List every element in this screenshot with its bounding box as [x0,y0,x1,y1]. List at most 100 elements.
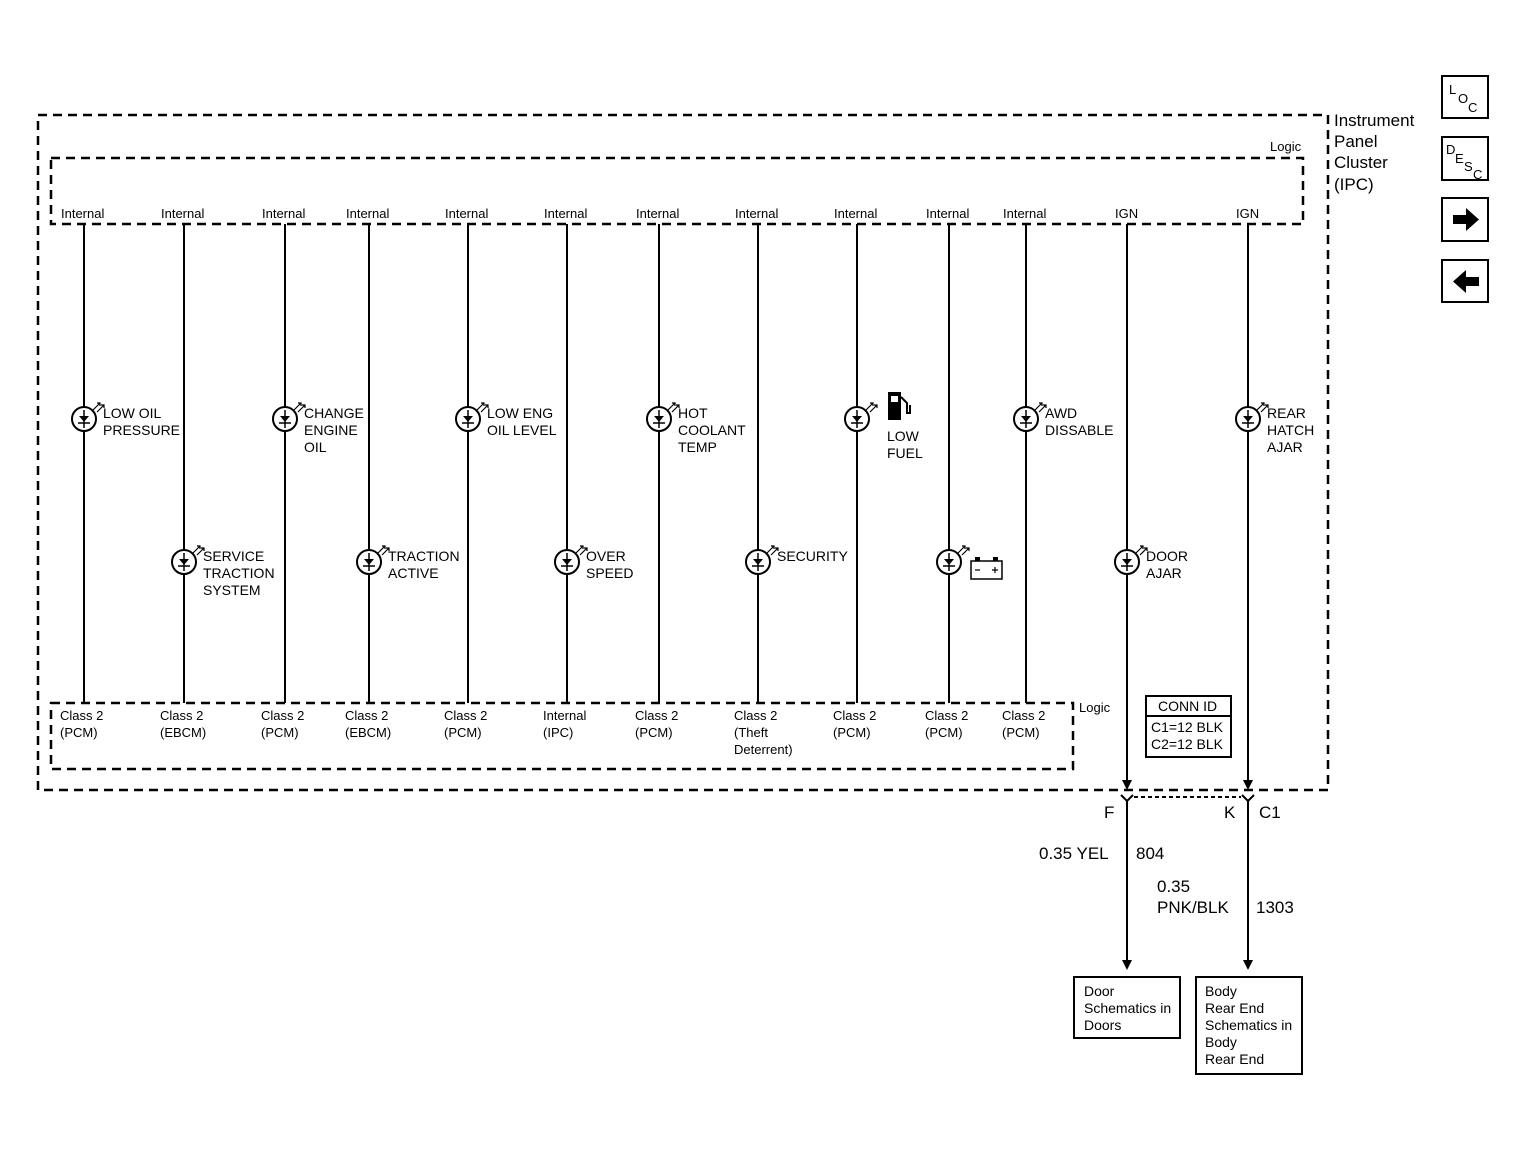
loc-letter: C [1468,100,1477,115]
led-indicator-icon [455,402,489,432]
indicator-label: OIL [304,439,327,455]
indicator-label: LOW OIL [103,405,162,421]
circuit-source-label: IGN [1115,206,1138,221]
wire-color-1303: 0.35 [1157,877,1190,896]
circuit-output-label: Class 2 [160,708,203,723]
indicator-label: SERVICE [203,548,264,564]
circuit-source-label: Internal [926,206,969,221]
battery-icon [970,557,1003,580]
circuit-source-label: Internal [735,206,778,221]
circuit-source-label: Internal [834,206,877,221]
fuel-pump-icon [888,392,911,420]
loc-button[interactable]: L O C [1441,75,1489,119]
arrow-down-icon [1243,960,1253,970]
indicator-label: REAR [1267,405,1306,421]
circuit-source-label: Internal [544,206,587,221]
circuit-output-label: (Theft [734,725,768,740]
led-indicator-icon [844,402,878,432]
indicator-label: HOT [678,405,708,421]
light-emission-icon [1034,402,1047,413]
circuit-output-label: Class 2 [345,708,388,723]
indicator-label: LOW ENG [487,405,553,421]
conn-id-row: C1=12 BLK [1151,719,1224,735]
circuit-output-label: Internal [543,708,586,723]
desc-button[interactable]: D E S C [1441,136,1489,182]
component-name-line: Panel [1334,132,1377,151]
indicator-label: LOW [887,428,920,444]
destination-line: Schematics in [1084,1000,1171,1016]
light-emission-icon [957,545,970,556]
circuit-output-label: Deterrent) [734,742,793,757]
circuit-output-label: (PCM) [1002,725,1040,740]
destination-line: Door [1084,983,1115,999]
circuit-output-label: (EBCM) [345,725,391,740]
previous-page-button[interactable] [1441,259,1489,303]
arrow-left-icon [1453,270,1479,293]
destination-line: Rear End [1205,1000,1264,1016]
circuit-source-label: IGN [1236,206,1259,221]
pin-k-label: K [1224,803,1236,822]
circuit-output-label: Class 2 [925,708,968,723]
light-emission-icon [865,402,878,413]
logic-label-top: Logic [1270,139,1302,154]
circuit-number-804: 804 [1136,844,1164,863]
circuit-output-label: Class 2 [833,708,876,723]
next-page-button[interactable] [1441,197,1489,242]
indicator-label: DISSABLE [1045,422,1113,438]
circuit-source-label: Internal [636,206,679,221]
indicator-label: PRESSURE [103,422,180,438]
led-indicator-icon [1235,402,1269,432]
conn-id-row: C2=12 BLK [1151,736,1224,752]
indicator-label: SECURITY [777,548,848,564]
indicator-label: AWD [1045,405,1077,421]
pin-f-label: F [1104,803,1114,822]
circuit-source-label: Internal [61,206,104,221]
circuit-output-label: Class 2 [60,708,103,723]
light-emission-icon [476,402,489,413]
indicator-label: SPEED [586,565,633,581]
connector-c1: F K C1 [1104,794,1281,822]
indicator-label: SYSTEM [203,582,261,598]
ipc-boundary [36,113,1330,792]
circuit-output-label: (PCM) [444,725,482,740]
desc-letter: E [1455,151,1464,166]
led-indicator-icon [1013,402,1047,432]
loc-letter: O [1458,91,1468,106]
circuit-output-label: (IPC) [543,725,573,740]
circuit-source-label: Internal [262,206,305,221]
desc-letter: D [1446,142,1455,157]
led-indicator-icon [936,545,970,575]
logic-label-bottom: Logic [1079,700,1111,715]
light-emission-icon [766,545,779,556]
indicator-label: AJAR [1146,565,1182,581]
light-emission-icon [667,402,680,413]
indicator-label: CHANGE [304,405,364,421]
component-name-line: Cluster [1334,153,1388,172]
conn-id-table: CONN ID C1=12 BLK C2=12 BLK [1145,695,1232,758]
component-name-line: (IPC) [1334,175,1374,194]
light-emission-icon [377,545,390,556]
door-schematics-link[interactable]: Door Schematics in Doors [1073,976,1181,1039]
wire-color-1303: PNK/BLK [1157,898,1229,917]
body-rear-end-schematics-link[interactable]: Body Rear End Schematics in Body Rear En… [1195,976,1303,1075]
light-emission-icon [92,402,105,413]
logic-box-bottom [49,701,1075,771]
indicator-label: TEMP [678,439,717,455]
circuit-source-label: Internal [161,206,204,221]
conn-id-title: CONN ID [1158,698,1217,714]
arrow-right-icon [1453,208,1479,231]
circuit-output-label: (PCM) [261,725,299,740]
indicator-label: DOOR [1146,548,1188,564]
light-emission-icon [1135,545,1148,556]
led-indicator-icon [272,402,306,432]
led-indicator-icon [356,545,390,575]
desc-letter: C [1473,167,1482,182]
led-indicator-icon [71,402,105,432]
